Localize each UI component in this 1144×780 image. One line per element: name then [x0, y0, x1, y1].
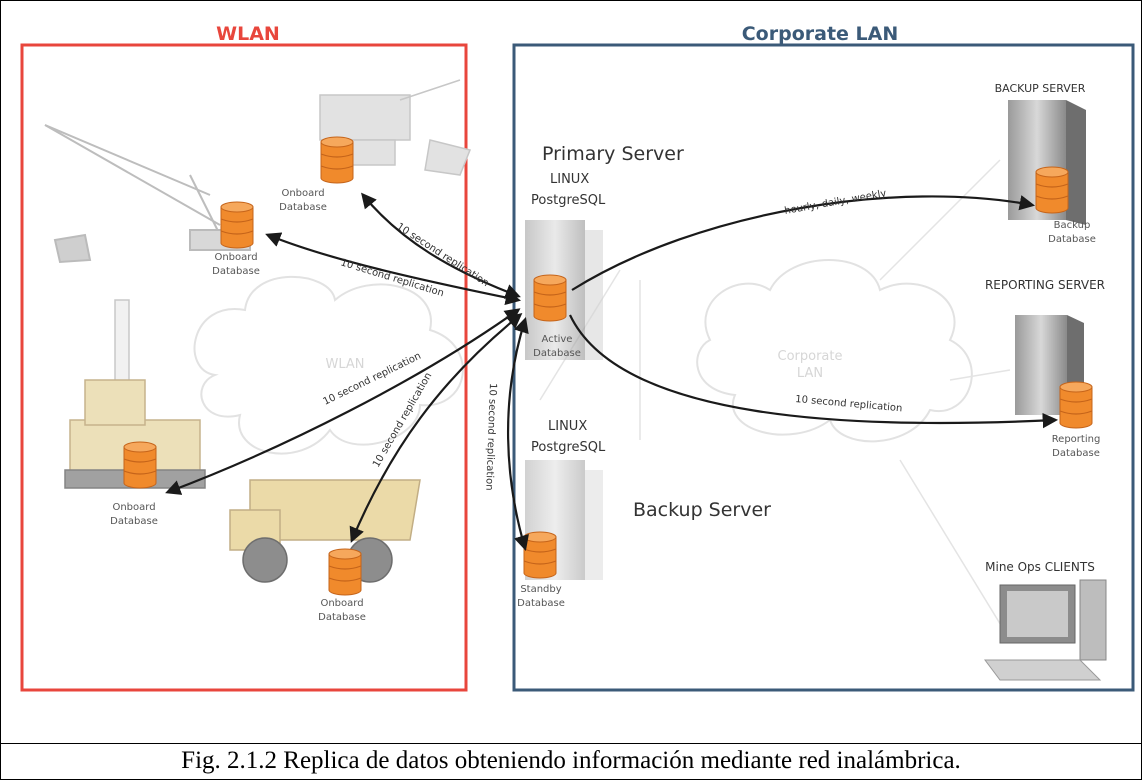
onboard-db-dragline-label-2: Database: [212, 266, 260, 277]
primary-server-title: Primary Server: [542, 143, 684, 165]
arrow-to-truck-db: [349, 313, 523, 543]
right-reporting-title: REPORTING SERVER: [985, 278, 1105, 292]
shovel-machine-icon: [319, 79, 472, 176]
arrow-to-reporting-db: [569, 314, 1059, 429]
link-label-backup: hourly, daily, weekly: [784, 188, 888, 217]
reporting-db-icon: [1059, 381, 1093, 429]
onboard-db-truck-label-1: Onboard: [320, 598, 363, 609]
link-label-standby: 10 second replication: [483, 383, 498, 491]
wlan-zone-title: WLAN: [216, 23, 280, 45]
onboard-db-dragline-label-1: Onboard: [214, 252, 257, 263]
figure-caption: Fig. 2.1.2 Replica de datos obteniendo i…: [181, 747, 961, 774]
caption-box: Fig. 2.1.2 Replica de datos obteniendo i…: [0, 743, 1142, 780]
figure-frame: [0, 0, 1142, 744]
backup-db-label-2: Database: [1048, 234, 1096, 245]
client-computer-icon: [984, 579, 1107, 681]
active-db-label-1: Active: [542, 334, 573, 345]
active-db-label-2: Database: [533, 348, 581, 359]
link-label-dragline: 10 second replication: [339, 257, 445, 299]
dragline-machine-icon: [44, 124, 251, 264]
right-clients-title: Mine Ops CLIENTS: [985, 560, 1095, 574]
onboard-db-truck-label-2: Database: [318, 612, 366, 623]
lan-cloud-label-1: Corporate: [778, 349, 843, 364]
onboard-db-shovel-icon: [320, 136, 354, 184]
arrow-to-shovel-db: [361, 192, 521, 299]
backup-local-db: PostgreSQL: [531, 440, 606, 455]
onboard-db-shovel-label-1: Onboard: [281, 188, 324, 199]
backup-db-label-1: Backup: [1054, 220, 1091, 231]
haul-truck-icon: [229, 479, 421, 583]
active-db-icon: [533, 274, 567, 322]
onboard-db-dragline-icon: [220, 201, 254, 249]
onboard-db-drill-label-1: Onboard: [112, 502, 155, 513]
backup-db-icon: [1035, 166, 1069, 214]
link-label-truck: 10 second replication: [371, 371, 434, 470]
backup-local-title: Backup Server: [633, 499, 771, 521]
arrow-to-dragline-db: [265, 232, 522, 306]
backup-local-os: LINUX: [548, 419, 587, 434]
link-label-reporting: 10 second replication: [795, 394, 903, 414]
onboard-db-drill-label-2: Database: [110, 516, 158, 527]
reporting-db-label-1: Reporting: [1052, 434, 1101, 445]
right-backup-title: BACKUP SERVER: [995, 82, 1086, 95]
standby-db-icon: [523, 531, 557, 579]
replication-arrows: [165, 192, 1059, 551]
lan-cloud: [696, 259, 973, 443]
lan-cloud-label-2: LAN: [797, 366, 823, 381]
onboard-db-drill-icon: [123, 441, 157, 489]
lan-faint-lines: [539, 159, 1011, 641]
standby-db-label-1: Standby: [520, 584, 561, 595]
onboard-db-truck-icon: [328, 548, 362, 596]
primary-server-os: LINUX: [550, 172, 589, 187]
reporting-db-label-2: Database: [1052, 448, 1100, 459]
arrow-to-backup-db: [571, 195, 1036, 291]
wlan-cloud-label: WLAN: [325, 357, 364, 372]
onboard-db-shovel-label-2: Database: [279, 202, 327, 213]
lan-zone-title: Corporate LAN: [742, 23, 899, 45]
primary-server-db: PostgreSQL: [531, 193, 606, 208]
arrow-to-standby-db: [507, 317, 529, 551]
standby-db-label-2: Database: [517, 598, 565, 609]
network-diagram: WLAN Corporate LAN WLAN Corporate LAN: [20, 23, 1135, 692]
